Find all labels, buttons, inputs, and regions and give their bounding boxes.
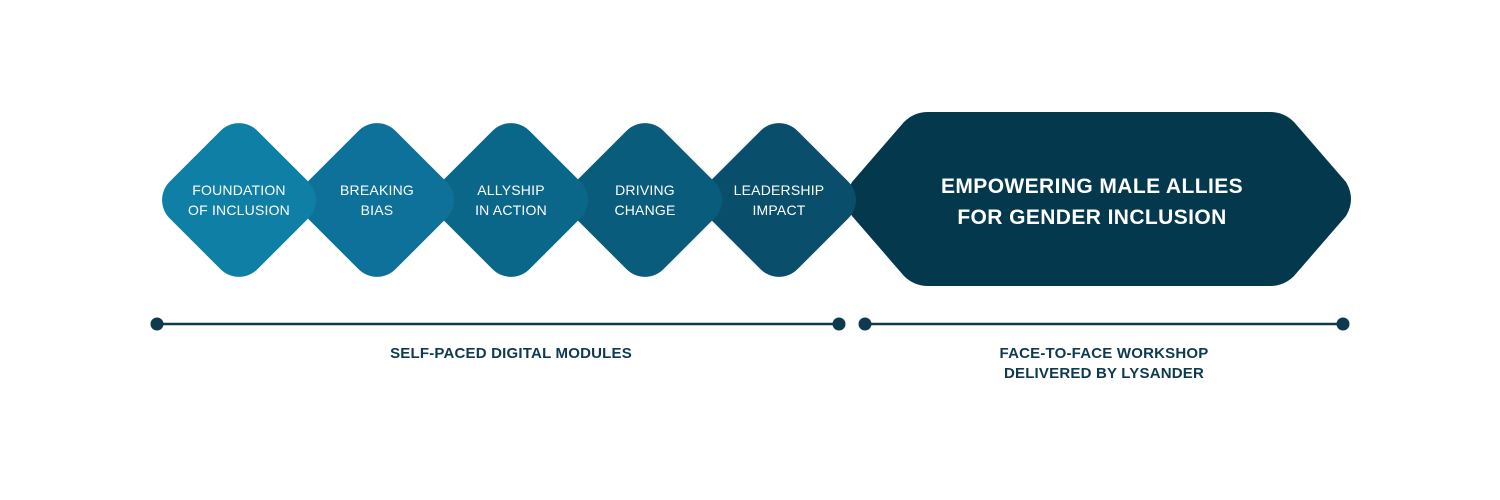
module-diamond [434,123,588,277]
module-label-line1: BREAKING [340,182,414,198]
timeline-digital-start-dot [150,317,164,331]
workshop-block: EMPOWERING MALE ALLIES FOR GENDER INCLUS… [847,112,1351,286]
timeline-digital-end-dot [832,317,846,331]
timeline-workshop-start-dot [858,317,872,331]
module-label-line1: DRIVING [615,182,675,198]
module-label-line2: CHANGE [614,202,675,218]
module-label-line1: ALLYSHIP [477,182,545,198]
module-diamond [568,123,722,277]
module-label-line2: OF INCLUSION [188,202,290,218]
module-diamond [300,123,454,277]
timeline-workshop-end-dot [1336,317,1350,331]
module-label-line1: FOUNDATION [192,182,286,198]
module-label-line1: LEADERSHIP [734,182,825,198]
workshop-shape [847,112,1351,286]
timeline-workshop: FACE-TO-FACE WORKSHOP DELIVERED BY LYSAN… [858,317,1350,382]
workshop-title-line2: FOR GENDER INCLUSION [957,206,1226,229]
phase-digital-label: SELF-PACED DIGITAL MODULES [390,345,632,362]
module-label-line2: BIAS [361,202,394,218]
phase-workshop-label-line2: DELIVERED BY LYSANDER [1004,365,1204,382]
module-diamond [162,123,316,277]
timeline-digital: SELF-PACED DIGITAL MODULES [150,317,846,362]
module-foundation-of-inclusion: FOUNDATION OF INCLUSION [162,123,316,277]
module-leadership-impact: LEADERSHIP IMPACT [702,123,856,277]
module-label-line2: IN ACTION [475,202,547,218]
module-driving-change: DRIVING CHANGE [568,123,722,277]
module-allyship-in-action: ALLYSHIP IN ACTION [434,123,588,277]
phase-workshop-label-line1: FACE-TO-FACE WORKSHOP [1000,345,1209,362]
module-diamond [702,123,856,277]
module-label-line2: IMPACT [752,202,805,218]
module-breaking-bias: BREAKING BIAS [300,123,454,277]
workshop-title-line1: EMPOWERING MALE ALLIES [941,175,1243,198]
